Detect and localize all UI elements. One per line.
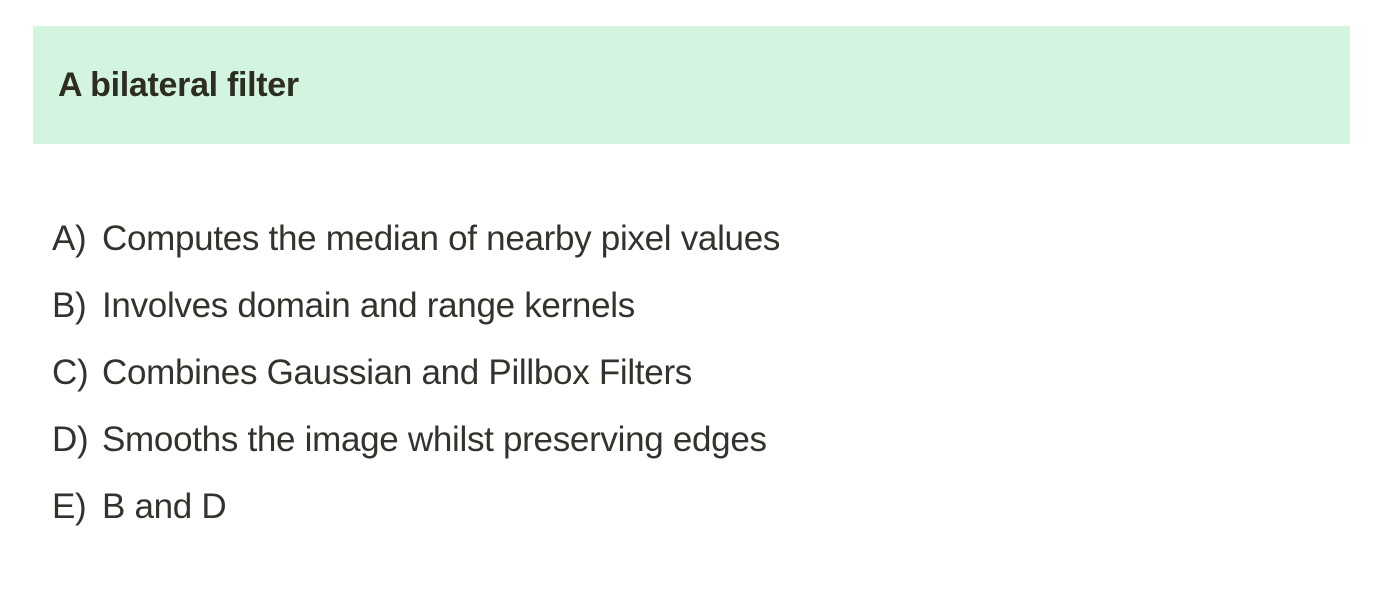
option-letter: B)	[52, 286, 87, 325]
option-letter: D)	[52, 420, 89, 459]
option-text: Smooths the image whilst preserving edge…	[102, 420, 767, 459]
question-banner: A bilateral filter	[33, 26, 1350, 144]
option-letter: A)	[52, 219, 87, 258]
answer-option-c[interactable]: C) Combines Gaussian and Pillbox Filters	[52, 353, 780, 420]
answer-options-list: A) Computes the median of nearby pixel v…	[52, 219, 780, 554]
option-letter: E)	[52, 487, 87, 526]
answer-option-e[interactable]: E) B and D	[52, 487, 780, 554]
answer-option-b[interactable]: B) Involves domain and range kernels	[52, 286, 780, 353]
question-title: A bilateral filter	[58, 66, 299, 104]
option-letter: C)	[52, 353, 89, 392]
option-text: Involves domain and range kernels	[102, 286, 635, 325]
option-text: Computes the median of nearby pixel valu…	[102, 219, 781, 258]
option-text: B and D	[102, 487, 227, 526]
answer-option-a[interactable]: A) Computes the median of nearby pixel v…	[52, 219, 780, 286]
answer-option-d[interactable]: D) Smooths the image whilst preserving e…	[52, 420, 780, 487]
option-text: Combines Gaussian and Pillbox Filters	[102, 353, 693, 392]
